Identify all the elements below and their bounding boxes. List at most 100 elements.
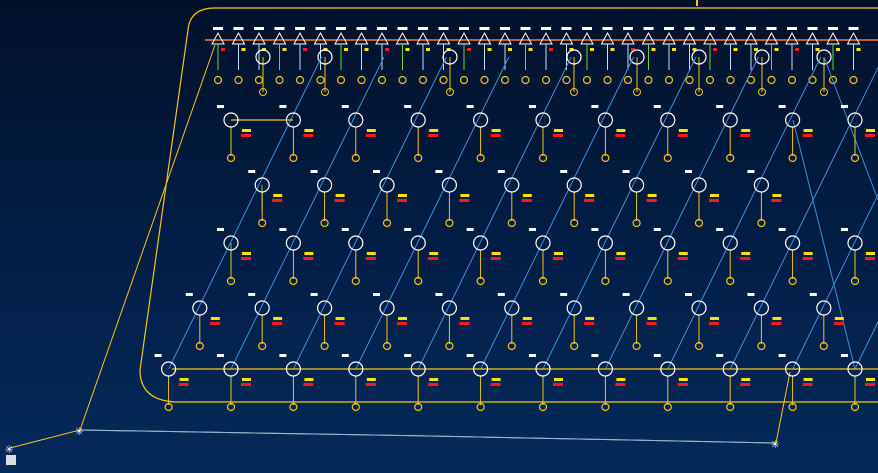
terminal-label-mark bbox=[233, 27, 244, 30]
load-terminal-icon bbox=[476, 402, 485, 412]
terminal-triangle-icon bbox=[682, 31, 697, 45]
bus-node[interactable] bbox=[691, 300, 707, 316]
bus-node[interactable] bbox=[161, 361, 177, 377]
load-terminal-icon bbox=[320, 218, 329, 228]
bus-node[interactable] bbox=[816, 300, 832, 316]
terminal-value-mark bbox=[385, 48, 389, 51]
bus-node[interactable] bbox=[410, 235, 426, 251]
bus-node[interactable] bbox=[784, 112, 801, 128]
bus-node[interactable] bbox=[473, 361, 489, 377]
bus-node[interactable] bbox=[753, 300, 770, 316]
return-line bbox=[79, 429, 777, 444]
node-name-label-mark bbox=[366, 378, 376, 381]
bus-node[interactable] bbox=[628, 177, 645, 193]
bus-node[interactable] bbox=[192, 300, 208, 316]
bus-node[interactable] bbox=[223, 235, 239, 251]
node-name-mark bbox=[529, 105, 536, 108]
bus-node[interactable] bbox=[504, 300, 520, 316]
node-value-label-mark bbox=[646, 199, 657, 202]
node-value-label-mark bbox=[459, 322, 470, 325]
node-value-label-mark bbox=[615, 134, 626, 137]
bus-node[interactable] bbox=[566, 49, 582, 65]
bus-node[interactable] bbox=[847, 235, 863, 251]
load-terminal-icon bbox=[788, 402, 797, 412]
bus-node[interactable] bbox=[254, 177, 270, 193]
bus-node[interactable] bbox=[410, 361, 426, 377]
bus-node[interactable] bbox=[442, 49, 458, 65]
bus-node[interactable] bbox=[285, 112, 301, 128]
bus-node[interactable] bbox=[255, 49, 271, 65]
bus-node[interactable] bbox=[597, 112, 614, 128]
node-name-mark bbox=[653, 354, 661, 357]
bus-node[interactable] bbox=[535, 361, 551, 377]
bus-node[interactable] bbox=[566, 177, 582, 193]
node-name-label-mark bbox=[366, 129, 376, 132]
bus-node[interactable] bbox=[379, 300, 395, 316]
node-name-label-mark bbox=[678, 252, 688, 255]
bus-node[interactable] bbox=[535, 235, 551, 251]
bus-node[interactable] bbox=[597, 361, 614, 377]
bus-node[interactable] bbox=[847, 361, 863, 377]
terminal-value-mark bbox=[282, 48, 287, 51]
bus-node[interactable] bbox=[566, 300, 582, 316]
terminal-label-mark bbox=[561, 27, 572, 30]
junction-star-icon: ✳ bbox=[771, 436, 780, 452]
bus-node[interactable] bbox=[317, 300, 333, 316]
bus-node[interactable] bbox=[628, 300, 645, 316]
bus-node[interactable] bbox=[348, 361, 364, 377]
bus-node[interactable] bbox=[285, 235, 301, 251]
bus-node[interactable] bbox=[535, 112, 551, 128]
bus-node[interactable] bbox=[285, 361, 301, 377]
bus-node[interactable] bbox=[629, 49, 645, 65]
bus-node[interactable] bbox=[254, 300, 270, 316]
node-value-label-mark bbox=[677, 257, 688, 260]
bus-node[interactable] bbox=[722, 112, 738, 128]
bus-node[interactable] bbox=[317, 177, 333, 193]
bus-node[interactable] bbox=[441, 300, 457, 316]
diagonal-link bbox=[792, 119, 856, 370]
bus-node[interactable] bbox=[223, 361, 239, 377]
bus-node[interactable] bbox=[473, 112, 489, 128]
bus-node[interactable] bbox=[722, 361, 738, 377]
node-value-label-mark bbox=[241, 134, 251, 137]
bus-node[interactable] bbox=[660, 361, 676, 377]
bus-node[interactable] bbox=[597, 235, 614, 251]
terminal-value-mark bbox=[569, 48, 574, 51]
bus-node[interactable] bbox=[317, 49, 333, 65]
bus-node[interactable] bbox=[473, 235, 489, 251]
node-name-label-mark bbox=[429, 129, 439, 132]
bus-node[interactable] bbox=[441, 177, 457, 193]
bus-node[interactable] bbox=[348, 235, 364, 251]
load-terminal-icon bbox=[476, 153, 485, 163]
terminal-triangle-icon bbox=[436, 31, 451, 45]
bus-node[interactable] bbox=[504, 177, 520, 193]
bus-node[interactable] bbox=[691, 49, 707, 65]
bus-node[interactable] bbox=[660, 112, 676, 128]
node-name-mark bbox=[497, 293, 505, 296]
load-terminal-icon bbox=[445, 218, 454, 228]
bus-node[interactable] bbox=[784, 361, 801, 377]
load-terminal-icon bbox=[164, 402, 173, 412]
load-terminal-icon bbox=[632, 218, 641, 228]
bus-node[interactable] bbox=[348, 112, 364, 128]
bus-node[interactable] bbox=[816, 49, 832, 65]
terminal-label-mark bbox=[807, 27, 818, 30]
node-name-label-mark bbox=[335, 194, 345, 197]
bus-node[interactable] bbox=[753, 177, 770, 193]
terminal-value-mark bbox=[815, 48, 820, 51]
bus-node[interactable] bbox=[223, 112, 239, 128]
bus-node[interactable] bbox=[410, 112, 426, 128]
load-terminal-icon bbox=[767, 75, 776, 85]
node-value-label-mark bbox=[334, 322, 345, 325]
bus-node[interactable] bbox=[784, 235, 801, 251]
bus-node[interactable] bbox=[847, 112, 863, 128]
node-name-label-mark bbox=[554, 252, 563, 255]
bus-node[interactable] bbox=[754, 49, 770, 65]
bus-node[interactable] bbox=[660, 235, 676, 251]
bus-node[interactable] bbox=[379, 177, 395, 193]
node-name-mark bbox=[279, 228, 287, 231]
bus-node[interactable] bbox=[722, 235, 738, 251]
node-name-label-mark bbox=[460, 194, 470, 197]
bus-node[interactable] bbox=[691, 177, 707, 193]
